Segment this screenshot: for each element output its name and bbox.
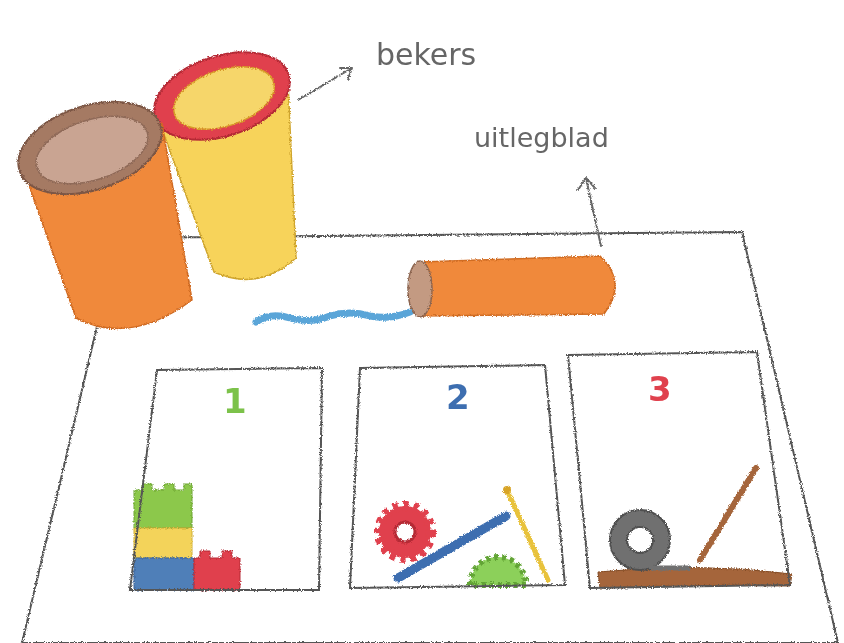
gears-and-rods (379, 486, 548, 585)
panel-border (568, 352, 790, 588)
tube-cap (408, 261, 432, 317)
panel-number: 3 (648, 372, 672, 406)
brown-lid (7, 85, 174, 211)
orange-tube (420, 256, 615, 316)
panel-box: 2 (346, 360, 570, 592)
callout-label: bekers (376, 40, 476, 70)
building-blocks (134, 484, 240, 590)
callout-label: uitlegblad (474, 124, 609, 151)
tape-and-board (598, 468, 792, 588)
panel-outline (564, 348, 794, 592)
panel-border (130, 368, 322, 590)
red-lid (143, 36, 301, 155)
leader-arrow (298, 68, 352, 100)
panel-box: 1 (126, 364, 324, 594)
panel-number: 1 (223, 384, 247, 418)
leader-arrow (578, 178, 601, 246)
lid-inner (28, 104, 157, 197)
panel-border (350, 365, 565, 588)
panel-number: 2 (446, 380, 470, 414)
panel-box: 3 (564, 348, 794, 592)
cup-opening (166, 55, 282, 140)
water-stream (256, 312, 410, 322)
